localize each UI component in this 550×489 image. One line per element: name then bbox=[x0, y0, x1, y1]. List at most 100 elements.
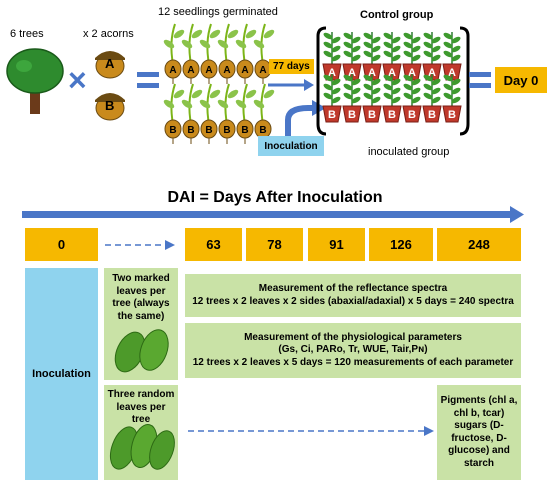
plant-leaf bbox=[351, 45, 361, 53]
plant-leaf bbox=[371, 45, 381, 53]
acorn-a-label: A bbox=[105, 56, 115, 71]
seedling-leaf bbox=[181, 99, 193, 109]
pot-letter: B bbox=[368, 109, 376, 121]
arrow-right-icon bbox=[268, 79, 314, 91]
seedling-leaf bbox=[235, 39, 247, 49]
plant-leaf bbox=[371, 54, 381, 62]
plant-leaf bbox=[383, 41, 393, 49]
reflectance-box: Measurement of the reflectance spectra 1… bbox=[185, 274, 521, 317]
plant-leaf bbox=[423, 74, 433, 82]
seedling-leaf bbox=[253, 39, 265, 49]
pigments-box: Pigments (chl a, chl b, tcar) sugars (D-… bbox=[437, 385, 521, 480]
plant-leaf bbox=[331, 87, 341, 95]
plant-leaf bbox=[423, 50, 433, 58]
physiological-formula: 12 trees x 2 leaves x 5 days = 120 measu… bbox=[192, 356, 514, 368]
pot-icon bbox=[322, 105, 342, 123]
plant-leaf bbox=[383, 32, 393, 40]
seedling-leaf bbox=[191, 29, 203, 39]
acorn-letter: A bbox=[259, 65, 266, 76]
equals-icon bbox=[469, 72, 491, 77]
plant-leaf bbox=[443, 74, 453, 82]
plant-leaf bbox=[363, 41, 373, 49]
plant-leaf bbox=[431, 36, 441, 44]
plant-leaf bbox=[351, 96, 361, 104]
plant-leaf bbox=[363, 32, 373, 40]
plant-leaf bbox=[391, 87, 401, 95]
seedling-leaf bbox=[209, 89, 221, 99]
plant-leaf bbox=[331, 36, 341, 44]
plant-leaf bbox=[423, 83, 433, 91]
plant-leaf bbox=[443, 83, 453, 91]
inoculation-column: Inoculation bbox=[25, 268, 98, 480]
plant-leaf bbox=[331, 45, 341, 53]
equals-icon bbox=[137, 83, 159, 88]
multiply-icon: × bbox=[68, 62, 87, 98]
plant-leaf bbox=[363, 74, 373, 82]
plant-leaf bbox=[403, 74, 413, 82]
equals-icon bbox=[469, 83, 491, 88]
plant-leaf bbox=[343, 41, 353, 49]
plant-leaf bbox=[403, 41, 413, 49]
plant-leaf bbox=[363, 83, 373, 91]
inoculation-tag: Inoculation bbox=[258, 136, 324, 156]
day-box-91: 91 bbox=[308, 228, 365, 261]
tree-icon bbox=[6, 48, 64, 114]
acorn-letter: B bbox=[241, 125, 248, 136]
seedling-leaf bbox=[263, 29, 275, 39]
reflectance-title: Measurement of the reflectance spectra bbox=[258, 283, 448, 294]
day-box-63: 63 bbox=[185, 228, 242, 261]
plant-leaf bbox=[323, 32, 333, 40]
equals-icon bbox=[137, 72, 159, 77]
physiological-title: Measurement of the physiological paramet… bbox=[244, 331, 462, 343]
acorn-letter: A bbox=[187, 65, 194, 76]
plant-leaf bbox=[423, 41, 433, 49]
physiological-box: Measurement of the physiological paramet… bbox=[185, 323, 521, 378]
seedling-leaf bbox=[253, 99, 265, 109]
plant-leaf bbox=[431, 54, 441, 62]
plant-leaf bbox=[431, 96, 441, 104]
plant-leaf bbox=[451, 45, 461, 53]
seedling-leaf bbox=[181, 39, 193, 49]
plant-leaf bbox=[391, 36, 401, 44]
pot-letter: A bbox=[348, 67, 356, 79]
leaves-icon bbox=[114, 329, 169, 373]
plant-leaf bbox=[343, 50, 353, 58]
bracket-right bbox=[459, 26, 470, 136]
seedling-leaf bbox=[227, 29, 239, 39]
plant-leaf bbox=[391, 96, 401, 104]
day-box-126: 126 bbox=[369, 228, 433, 261]
pot-letter: A bbox=[328, 67, 336, 79]
acorn-letter: B bbox=[223, 125, 230, 136]
plant-leaf bbox=[391, 45, 401, 53]
plant-leaf bbox=[411, 96, 421, 104]
random-leaves-text: Three random leaves per tree bbox=[107, 389, 175, 425]
plant-leaf bbox=[443, 32, 453, 40]
plant-leaf bbox=[351, 78, 361, 86]
plant-leaf bbox=[343, 32, 353, 40]
pot-letter: A bbox=[408, 67, 416, 79]
seedling-leaf bbox=[163, 39, 175, 49]
plant-leaf bbox=[363, 92, 373, 100]
day-box-78: 78 bbox=[246, 228, 303, 261]
plant-leaf bbox=[363, 50, 373, 58]
plant-leaf bbox=[323, 41, 333, 49]
plant-leaf bbox=[323, 83, 333, 91]
plant-leaf bbox=[391, 54, 401, 62]
plant-leaf bbox=[383, 83, 393, 91]
plant-leaf bbox=[351, 87, 361, 95]
plant-leaf bbox=[403, 50, 413, 58]
seedling-leaf bbox=[235, 99, 247, 109]
pot-icon bbox=[442, 105, 462, 123]
pot-letter: B bbox=[348, 109, 356, 121]
plant-leaf bbox=[371, 78, 381, 86]
physiological-params: (Gs, Ci, PARo, Tr, WUE, Tair,Pɴ) bbox=[278, 344, 428, 356]
pot-letter: B bbox=[388, 109, 396, 121]
plant-leaf bbox=[411, 78, 421, 86]
dashed-arrow-icon bbox=[188, 426, 434, 436]
seedling-leaf bbox=[163, 99, 175, 109]
plant-leaf bbox=[411, 45, 421, 53]
plant-leaf bbox=[423, 92, 433, 100]
seedling-leaf bbox=[209, 29, 221, 39]
seedling-leaf bbox=[173, 29, 185, 39]
